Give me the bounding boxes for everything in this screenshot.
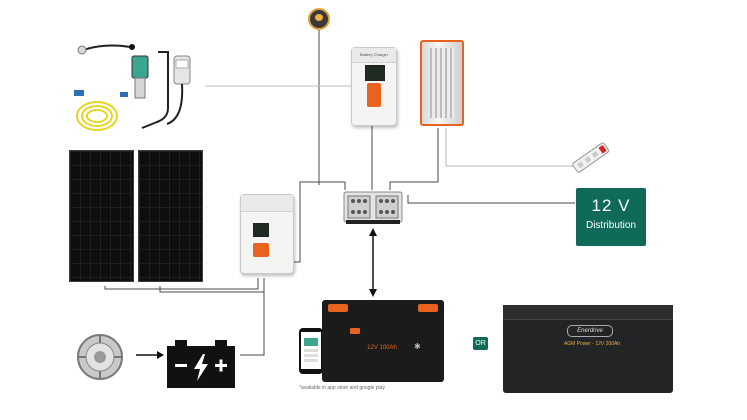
wire-busbar-distribution	[407, 195, 575, 204]
arrow-right-icon	[157, 351, 164, 359]
agm-battery-label: AGM Power - 12V 200Ah	[563, 341, 621, 347]
solar-controller-display	[253, 223, 269, 237]
solar-controller	[240, 194, 294, 274]
wire-panels-controller	[104, 278, 259, 290]
dc-battery-charger: Battery Charger	[351, 47, 397, 126]
wire-controller-busbar	[289, 181, 346, 263]
sun-badge-icon	[308, 8, 330, 30]
lithium-battery: 12V 100Ah ✱	[322, 300, 444, 382]
inverter	[420, 40, 464, 126]
starter-battery-icon	[165, 336, 237, 390]
phone-app	[299, 328, 323, 374]
bus-bar	[342, 188, 404, 226]
dc-charger-button	[367, 83, 381, 107]
phone-caption: *available in app store and google play	[299, 385, 385, 391]
distribution-title: 12 V	[591, 196, 631, 215]
power-board	[570, 140, 612, 176]
solar-controller-button	[253, 243, 269, 257]
distribution-subtitle: Distribution	[585, 220, 637, 231]
wire-starter-controller	[240, 280, 265, 356]
solar-controller-header	[241, 195, 293, 212]
wire-inverter-busbar	[389, 128, 439, 190]
wire-inverter-powerboard	[445, 128, 575, 167]
distribution-box: 12 V Distribution	[576, 188, 646, 246]
bluetooth-icon: ✱	[414, 342, 421, 351]
agm-battery: Enerdrive AGM Power - 12V 200Ah	[503, 305, 673, 393]
dc-charger-display	[365, 65, 385, 81]
lithium-battery-label: 12V 100Ah	[367, 345, 397, 351]
minus-icon	[175, 364, 187, 367]
or-badge: OR	[473, 337, 488, 350]
plus-icon	[215, 359, 227, 372]
solar-panel-left	[69, 150, 134, 282]
alternator	[70, 330, 130, 384]
agm-battery-brand: Enerdrive	[567, 325, 613, 337]
battery-sensor-kit	[72, 38, 207, 136]
dc-charger-header: Battery Charger	[352, 48, 396, 63]
lightning-icon	[194, 354, 208, 381]
solar-panel-right	[138, 150, 203, 282]
